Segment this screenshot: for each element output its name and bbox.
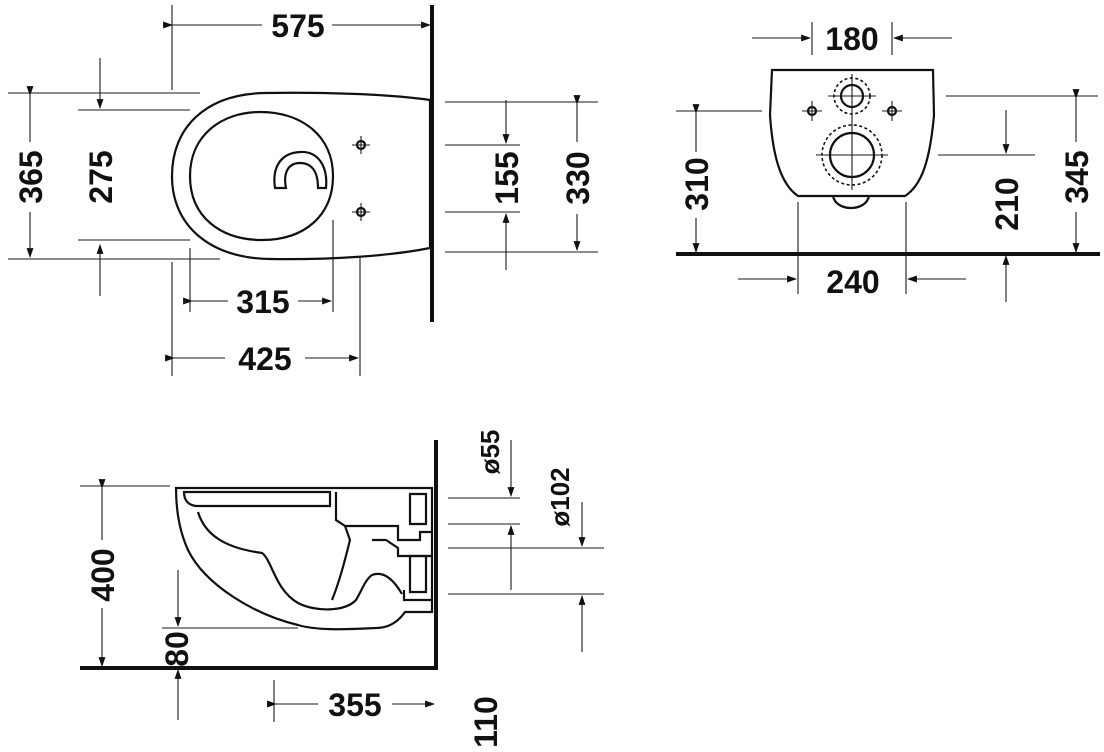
dim-240: 240 (826, 264, 879, 300)
dim-575: 575 (271, 8, 324, 44)
rear-fixing-left (802, 101, 822, 121)
side-outlet-channel (372, 538, 432, 558)
dim-355: 355 (328, 687, 381, 723)
side-spigot-lower (408, 554, 428, 594)
side-seat (182, 490, 332, 508)
side-lower-channel (402, 590, 432, 602)
rear-spigot (831, 195, 871, 210)
flush-opening (273, 150, 328, 190)
dim-275: 275 (83, 150, 119, 203)
dim-110: 110 (468, 696, 504, 748)
rear-body-outline (768, 68, 936, 198)
dim-310: 310 (679, 157, 715, 210)
dim-inlet-diameter: ø55 (475, 430, 505, 475)
dim-outlet-diameter: ø102 (545, 467, 575, 526)
dim-180: 180 (825, 21, 878, 57)
side-spigot-upper (408, 492, 428, 526)
side-bowl-outer (174, 486, 434, 631)
top-view: 575 365 275 155 330 315 (8, 5, 598, 377)
seat-inner-outline (188, 110, 335, 242)
dim-400: 400 (85, 548, 121, 601)
outlet-circle (816, 120, 888, 190)
dim-365: 365 (13, 150, 49, 203)
fixing-hole-upper (352, 136, 370, 154)
side-view: 400 80 ø55 ø102 355 110 (80, 430, 604, 748)
inlet-circle (828, 74, 876, 120)
dim-425: 425 (238, 341, 291, 377)
dim-155: 155 (489, 151, 525, 204)
fixing-hole-lower (352, 203, 370, 221)
rear-fixing-right (882, 101, 902, 121)
side-bowl-inner (196, 511, 403, 611)
dim-315: 315 (236, 284, 289, 320)
side-inlet-channel (345, 524, 432, 542)
dim-345: 345 (1059, 150, 1095, 203)
bowl-outline (170, 91, 432, 261)
dim-330: 330 (560, 151, 596, 204)
side-trap (330, 492, 352, 601)
dim-210: 210 (989, 177, 1025, 230)
rear-view: 180 240 310 210 345 (676, 21, 1100, 302)
dim-80: 80 (159, 631, 195, 667)
